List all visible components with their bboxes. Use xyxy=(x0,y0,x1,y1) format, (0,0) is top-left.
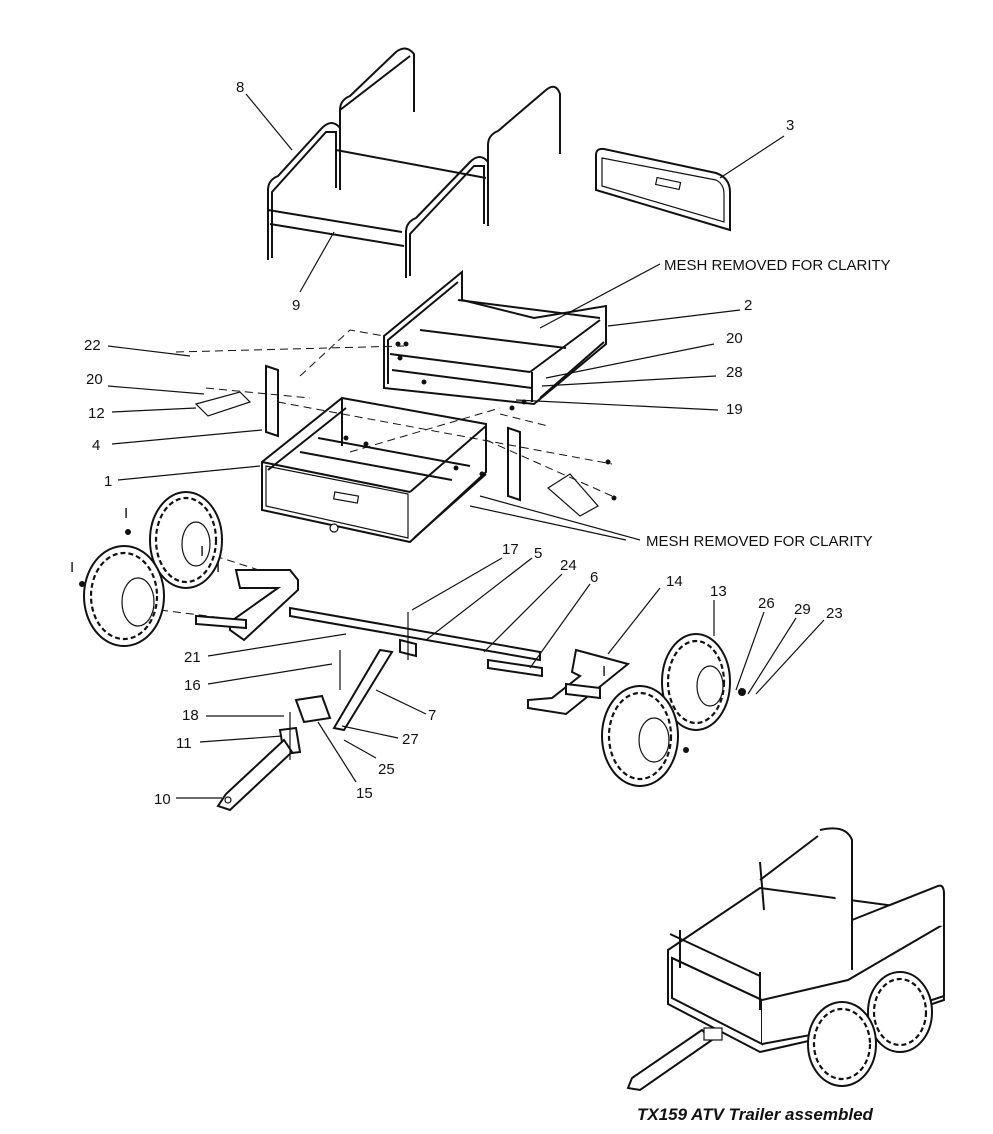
callout-i-1: I xyxy=(124,505,128,522)
callout-28: 28 xyxy=(726,364,743,381)
axle-assembly xyxy=(195,569,631,732)
callout-22: 22 xyxy=(84,337,101,354)
callout-i-2: I xyxy=(70,559,74,576)
callout-29: 29 xyxy=(794,601,811,618)
callout-26: 26 xyxy=(758,595,775,612)
mount-brackets xyxy=(194,364,599,517)
callout-16: 16 xyxy=(184,677,201,694)
callout-20-right: 20 xyxy=(726,330,743,347)
callout-24: 24 xyxy=(560,557,577,574)
assembly-guide-lines xyxy=(159,329,613,621)
callout-11: 11 xyxy=(176,735,192,752)
assembled-trailer-illustration xyxy=(626,827,946,1092)
callout-18: 18 xyxy=(182,707,199,724)
callout-i-5: I xyxy=(200,543,204,560)
callout-25: 25 xyxy=(378,761,395,778)
bolts-and-hardware xyxy=(79,341,746,753)
callout-19: 19 xyxy=(726,401,743,418)
callout-13: 13 xyxy=(710,583,727,600)
callout-23: 23 xyxy=(826,605,843,622)
callout-leader-lines xyxy=(107,93,825,799)
callout-labels: 8 3 9 2 20 28 19 22 20 12 4 1 17 5 24 6 … xyxy=(70,79,843,808)
hitch-tongue-assembly xyxy=(216,612,409,812)
callout-14: 14 xyxy=(666,573,683,590)
callout-27: 27 xyxy=(402,731,419,748)
side-rail-part-8 xyxy=(267,47,561,278)
callout-15: 15 xyxy=(356,785,373,802)
callout-6: 6 xyxy=(590,569,598,586)
callout-8: 8 xyxy=(236,79,244,96)
callout-i-4: I xyxy=(602,663,606,680)
callout-5: 5 xyxy=(534,545,542,562)
right-wheels xyxy=(601,633,731,787)
mesh-note-top: MESH REMOVED FOR CLARITY xyxy=(664,257,891,274)
callout-21: 21 xyxy=(184,649,201,666)
callout-4: 4 xyxy=(92,437,100,454)
figure-caption: TX159 ATV Trailer assembled xyxy=(637,1105,874,1124)
callout-20-left: 20 xyxy=(86,371,103,388)
callout-i-3: I xyxy=(216,559,220,576)
callout-3: 3 xyxy=(786,117,794,134)
callout-12: 12 xyxy=(88,405,105,422)
callout-2: 2 xyxy=(744,297,752,314)
tailgate-part-3 xyxy=(595,147,731,232)
callout-10: 10 xyxy=(154,791,171,808)
callout-17: 17 xyxy=(502,541,519,558)
mesh-note-bottom: MESH REMOVED FOR CLARITY xyxy=(646,533,873,550)
callout-1: 1 xyxy=(104,473,112,490)
lower-box-frame-part-1 xyxy=(261,396,487,544)
callout-7: 7 xyxy=(428,707,436,724)
left-wheels xyxy=(83,491,223,647)
upper-box-frame-part-2 xyxy=(383,269,607,406)
callout-9: 9 xyxy=(292,297,300,314)
